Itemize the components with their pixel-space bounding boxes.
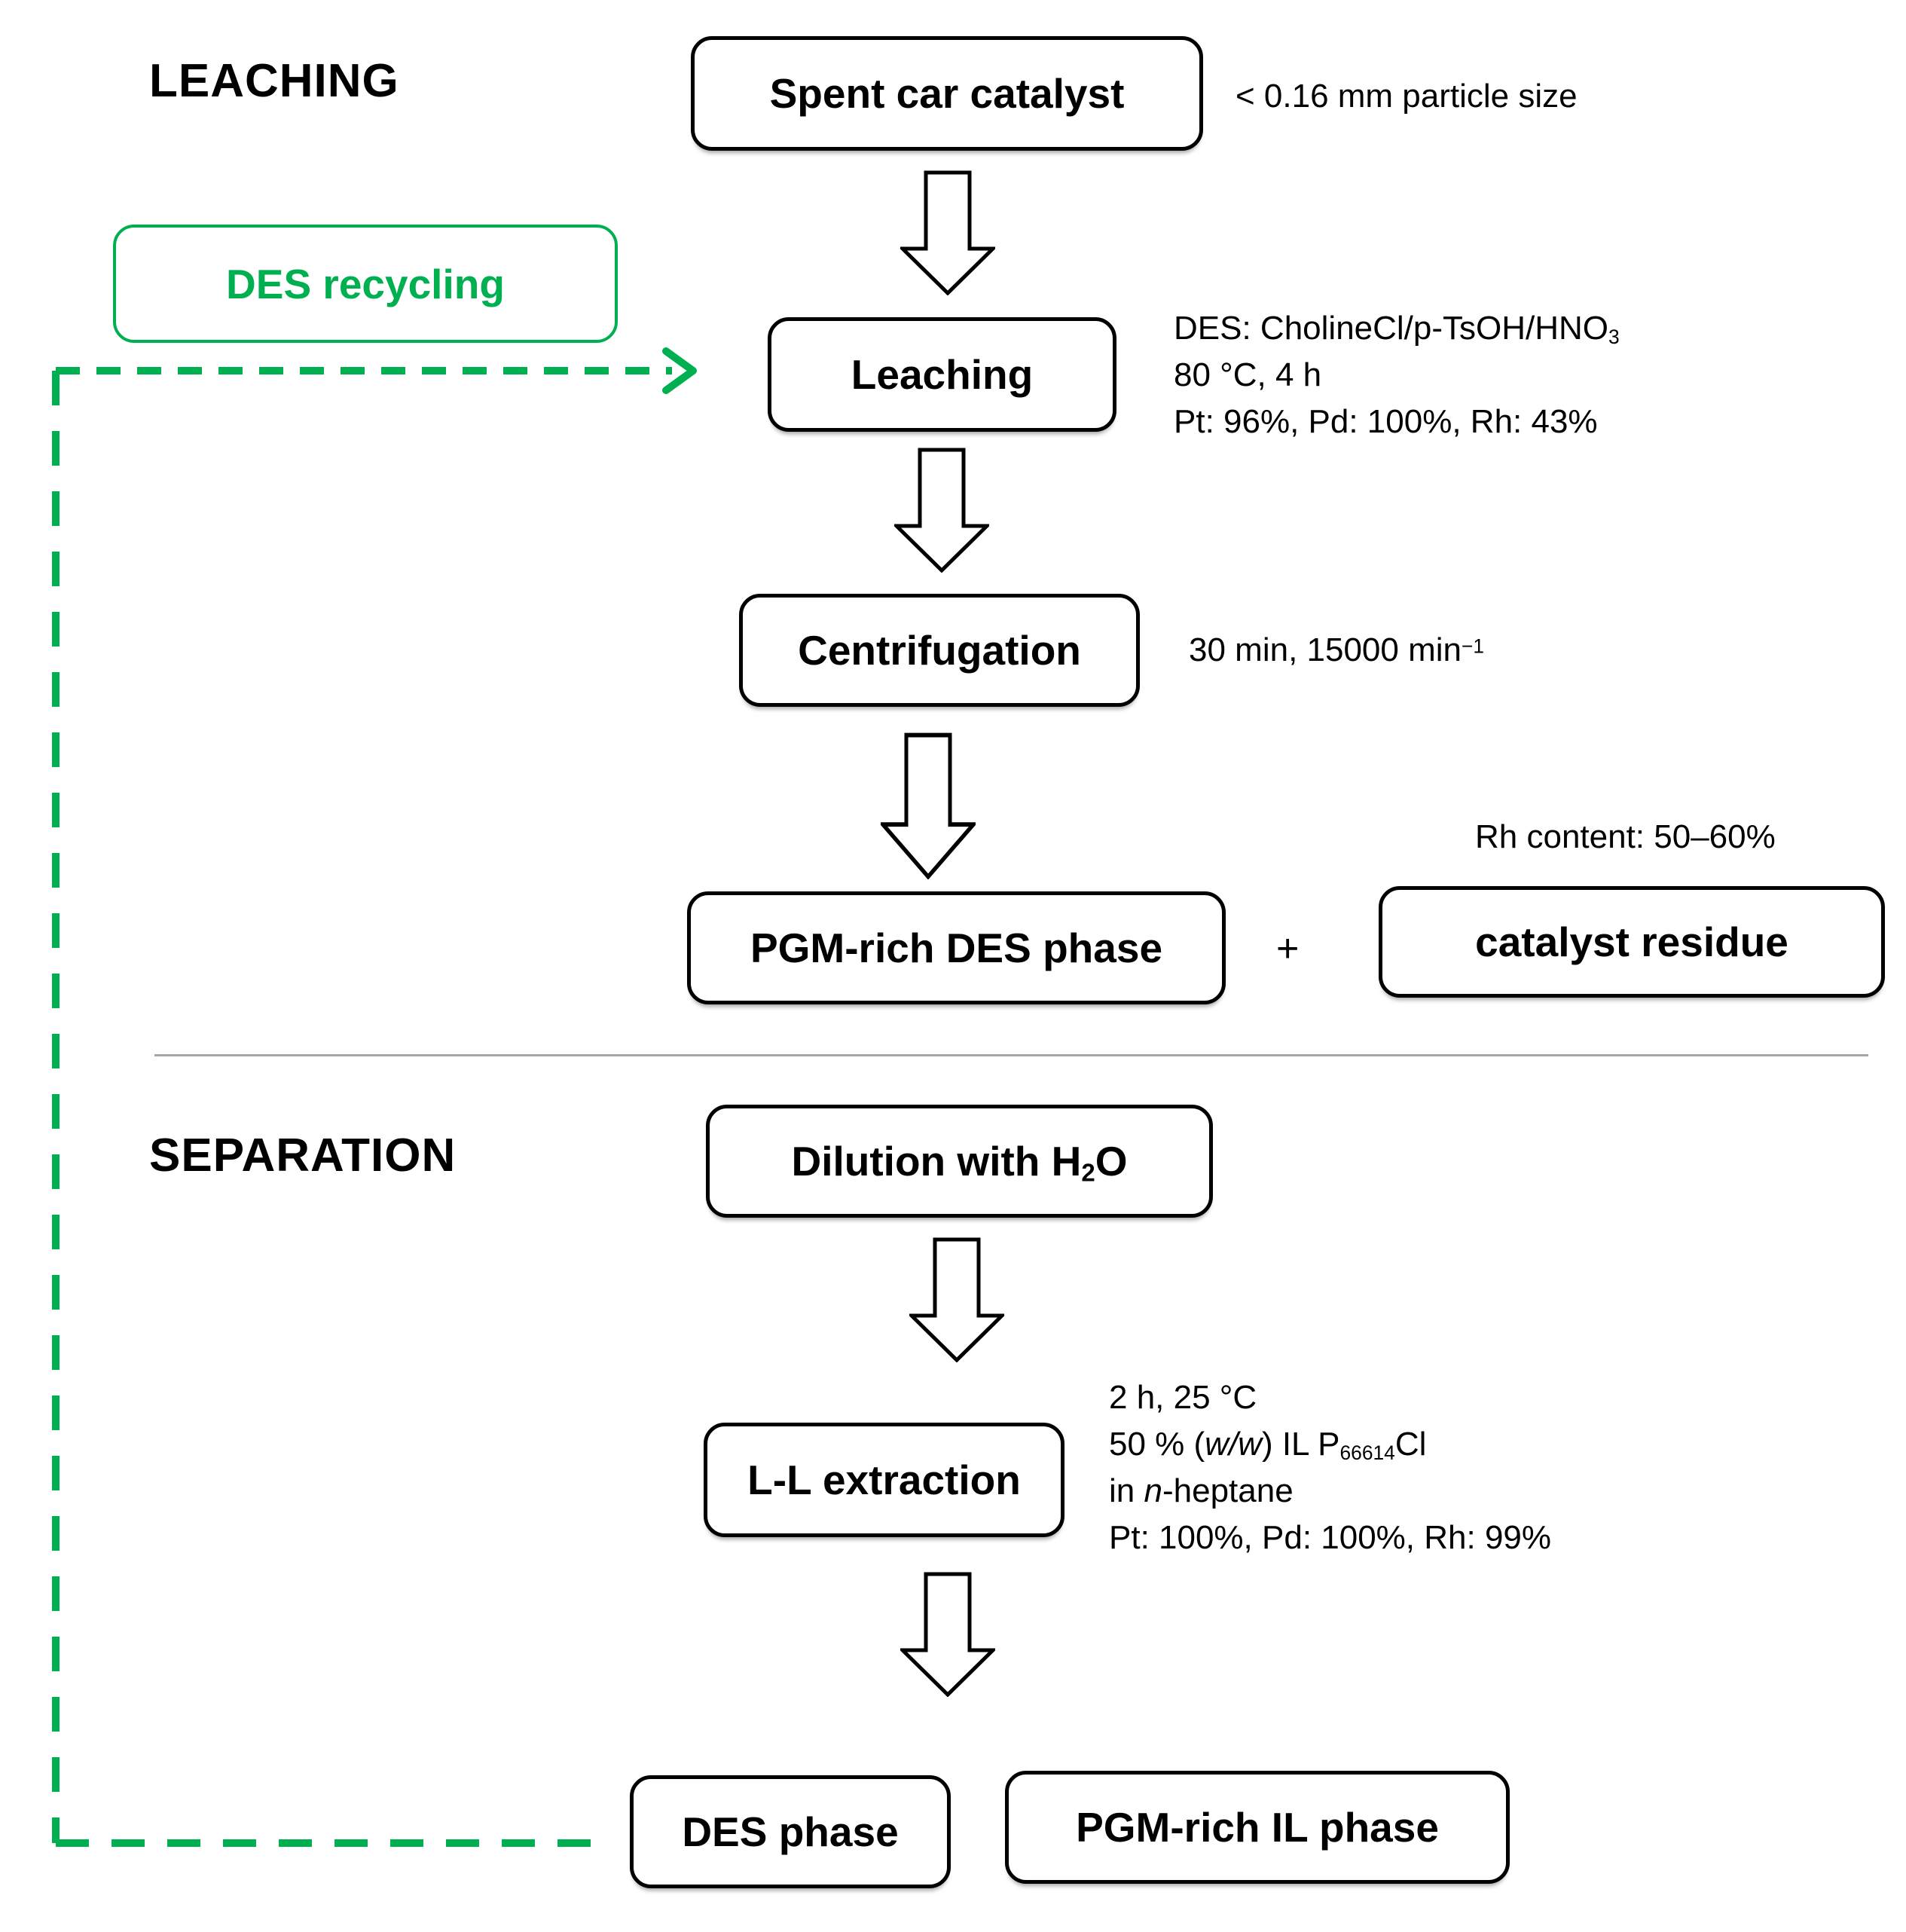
annotation-line: 80 °C, 4 h [1174, 356, 1322, 393]
node-spent-car-catalyst: Spent car catalyst [691, 36, 1203, 151]
green-arrowhead-icon [662, 347, 697, 394]
annotation-centrifugation-conditions: 30 min, 15000 min−1 [1189, 631, 1485, 668]
node-dilution-h2o: Dilution with H2O [706, 1105, 1213, 1218]
section-title-leaching: LEACHING [149, 55, 399, 107]
annotation-line: Pt: 96%, Pd: 100%, Rh: 43% [1174, 403, 1598, 440]
node-label: DES recycling [226, 260, 505, 307]
node-pgm-rich-il-phase: PGM-rich IL phase [1005, 1771, 1510, 1884]
section-title-separation: SEPARATION [149, 1130, 457, 1182]
down-arrow-icon [900, 1572, 995, 1697]
node-label: PGM-rich DES phase [750, 925, 1163, 971]
annotation-particle-size: < 0.16 mm particle size [1236, 78, 1578, 115]
annotation-leaching-conditions: DES: CholineCl/p-TsOH/HNO3 80 °C, 4 h Pt… [1174, 305, 1620, 445]
node-label: PGM-rich IL phase [1076, 1804, 1439, 1851]
annotation-rh-content: Rh content: 50–60% [1475, 818, 1776, 855]
node-label: DES phase [682, 1808, 899, 1855]
node-leaching: Leaching [768, 317, 1116, 432]
annotation-line: 2 h, 25 °C [1109, 1379, 1257, 1416]
node-des-recycling: DES recycling [113, 225, 618, 343]
annotation-line: 50 % (w/w) IL P66614Cl [1109, 1426, 1427, 1464]
node-ll-extraction: L-L extraction [704, 1423, 1064, 1537]
node-pgm-rich-des-phase: PGM-rich DES phase [687, 891, 1226, 1004]
section-divider [154, 1054, 1868, 1056]
node-label: Dilution with H2O [791, 1138, 1128, 1187]
node-des-phase: DES phase [630, 1775, 951, 1888]
node-centrifugation: Centrifugation [739, 594, 1140, 707]
down-arrow-icon [900, 170, 995, 295]
node-label: L-L extraction [747, 1457, 1021, 1503]
down-arrow-icon [881, 732, 976, 879]
annotation-line: DES: CholineCl/p-TsOH/HNO3 [1174, 310, 1620, 348]
down-arrow-icon [894, 448, 989, 573]
node-label: catalyst residue [1475, 919, 1788, 965]
node-label: Centrifugation [798, 627, 1081, 674]
annotation-line: Pt: 100%, Pd: 100%, Rh: 99% [1109, 1519, 1552, 1556]
annotation-ll-conditions: 2 h, 25 °C 50 % (w/w) IL P66614Cl in n-h… [1109, 1374, 1551, 1561]
down-arrow-icon [909, 1237, 1004, 1362]
node-label: Spent car catalyst [769, 70, 1125, 117]
node-catalyst-residue: catalyst residue [1379, 886, 1885, 998]
annotation-line: in n-heptane [1109, 1472, 1294, 1509]
node-label: Leaching [851, 351, 1034, 398]
plus-sign: + [1276, 927, 1300, 971]
